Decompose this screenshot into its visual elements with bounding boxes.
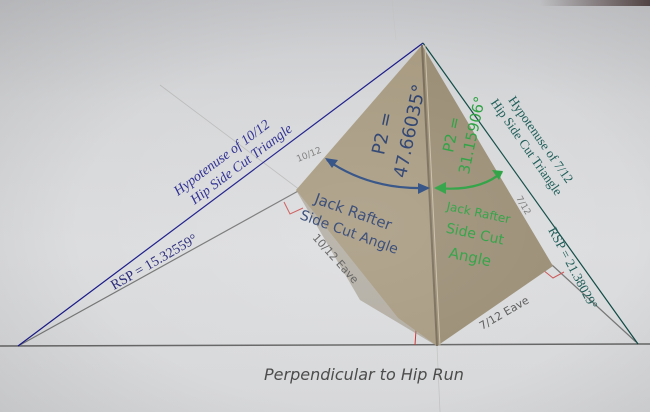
right-angle-mark-left: [283, 201, 304, 215]
pyramid-right-face: [422, 45, 553, 346]
pyramid-left-face: [296, 45, 437, 346]
blue-arrow-head-right: [418, 183, 430, 194]
base-caption: Perpendicular to Hip Run: [264, 365, 464, 384]
pyramid-ridge-highlight: [424, 44, 441, 347]
left-slope-small-label: 10/12: [295, 146, 323, 165]
base-line: [0, 343, 650, 347]
cardboard-pyramid: [296, 44, 553, 347]
left-hypotenuse-line: [17, 42, 424, 347]
right-angle-mark-right: [542, 269, 565, 279]
construction-line-vertical: [436, 345, 441, 412]
left-rsp-label: RSP = 15.32559°: [109, 232, 201, 294]
construction-line-left: [19, 189, 301, 346]
construction-line-top: [391, 0, 397, 41]
blue-arrow-head-left: [325, 158, 338, 168]
table-edge-shadow: [540, 0, 650, 6]
right-rsp-label: RSP = 21.38029°: [545, 224, 601, 311]
green-arrow-head-right: [492, 170, 503, 180]
green-arrow-head-left: [434, 182, 446, 194]
right-hypotenuse-line: [422, 42, 639, 345]
blue-angle-arrow: [326, 159, 429, 190]
construction-line-faint: [159, 84, 301, 191]
construction-line-right: [551, 264, 637, 343]
pyramid-ridge: [421, 44, 438, 347]
